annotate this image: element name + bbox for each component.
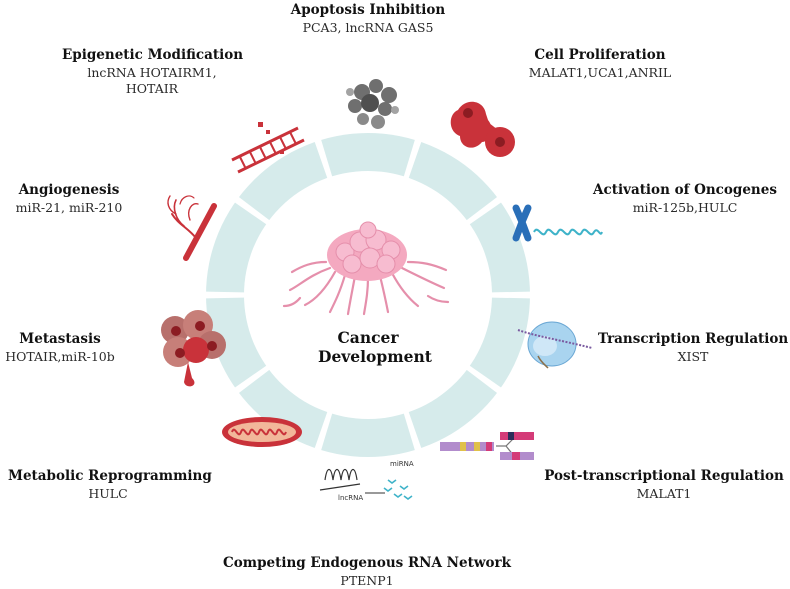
dividing-cell-icon	[450, 101, 515, 157]
label-genes: lncRNA HOTAIRM1, HOTAIR	[87, 64, 217, 96]
label-title: Activation of Oncogenes	[593, 182, 777, 198]
dna-ladder-icon	[231, 122, 305, 174]
label-epigenetic-modification: Epigenetic Modification lncRNA HOTAIRM1,…	[62, 47, 244, 97]
mirna-label: miRNA	[390, 460, 414, 468]
cerna-network-icon: lncRNA miRNA	[319, 460, 414, 502]
label-genes: HULC	[88, 485, 128, 501]
label-title: Metabolic Reprogramming	[8, 468, 212, 484]
label-title: Apoptosis Inhibition	[290, 2, 446, 18]
label-competing-endogenous-rna-network: Competing Endogenous RNA Network PTENP1	[222, 555, 512, 589]
label-metabolic-reprogramming: Metabolic Reprogramming HULC	[8, 468, 212, 502]
tumor-icon	[282, 221, 450, 316]
label-genes: miR-125b,HULC	[632, 199, 738, 215]
label-genes: miR-21, miR-210	[15, 199, 123, 215]
label-metastasis: Metastasis HOTAIR,miR-10b	[0, 331, 120, 365]
label-title: Post-transcriptional Regulation	[544, 468, 784, 484]
center-disc	[250, 177, 486, 413]
apoptosis-cells-icon	[346, 79, 399, 129]
label-title: Competing Endogenous RNA Network	[223, 555, 511, 571]
label-genes: PCA3, lncRNA GAS5	[302, 19, 434, 35]
blood-vessel-icon	[167, 195, 217, 261]
rna-polymerase-icon	[517, 321, 593, 369]
lncrna-label: lncRNA	[338, 494, 363, 502]
label-cell-proliferation: Cell Proliferation MALAT1,UCA1,ANRIL	[510, 47, 690, 81]
wheel-segment	[290, 133, 446, 295]
label-activation-of-oncogenes: Activation of Oncogenes miR-125b,HULC	[590, 182, 780, 216]
label-angiogenesis: Angiogenesis miR-21, miR-210	[4, 182, 134, 216]
label-title: Angiogenesis	[18, 182, 120, 198]
label-apoptosis-inhibition: Apoptosis Inhibition PCA3, lncRNA GAS5	[268, 2, 468, 36]
label-title: Metastasis	[19, 331, 101, 347]
metastasis-cells-icon	[161, 310, 226, 387]
center-title-line1: Cancer	[337, 328, 399, 347]
wheel-segment	[290, 295, 446, 457]
center-title-line2: Development	[318, 347, 432, 367]
chromosome-dna-icon	[512, 204, 603, 242]
label-genes: PTENP1	[340, 572, 394, 588]
label-genes: MALAT1	[636, 485, 692, 501]
mrna-processing-icon	[440, 432, 534, 460]
label-title: Transcription Regulation	[598, 331, 789, 347]
label-genes: MALAT1,UCA1,ANRIL	[528, 64, 672, 80]
mitochondria-icon	[222, 417, 302, 447]
label-post-transcriptional-regulation: Post-transcriptional Regulation MALAT1	[544, 468, 784, 502]
label-genes: XIST	[677, 348, 709, 364]
center-title: Cancer Development	[318, 328, 432, 367]
label-title: Cell Proliferation	[534, 47, 666, 63]
label-title: Epigenetic Modification	[62, 47, 244, 63]
label-transcription-regulation: Transcription Regulation XIST	[598, 331, 788, 365]
label-genes: HOTAIR,miR-10b	[5, 348, 115, 364]
